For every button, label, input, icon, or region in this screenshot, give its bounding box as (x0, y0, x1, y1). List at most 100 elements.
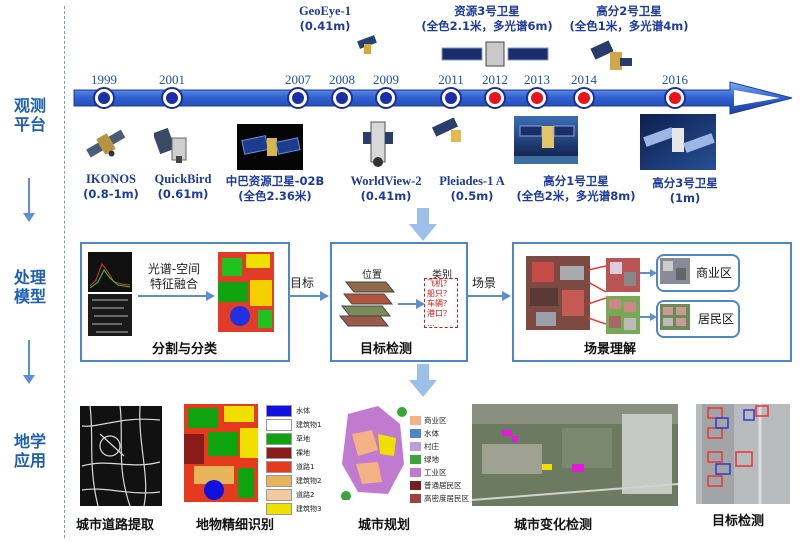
segmentation-caption: 分割与分类 (152, 342, 218, 357)
texture-feature-image (88, 294, 132, 336)
residential-label: 居民区 (698, 312, 735, 326)
worldview-label: WorldView-2(0.41m) (350, 174, 422, 203)
scene-caption: 场景理解 (584, 342, 637, 357)
gf1-label: 高分1号卫星(全色2米，多光谱8m) (516, 174, 636, 203)
gf2-label: 高分2号卫星(全色1米，多光谱4m) (569, 4, 689, 33)
dot-2013 (526, 87, 548, 109)
dot-2014 (573, 87, 595, 109)
residential-arrow (640, 313, 657, 321)
down-arrow-2 (23, 340, 35, 384)
landcover-legend-item: 道路2 (266, 488, 321, 502)
year-2007: 2007 (285, 72, 311, 87)
planning-legend-item: 绿地 (410, 453, 469, 466)
landcover-legend-item: 建筑物1 (266, 418, 321, 432)
dot-2011 (440, 87, 462, 109)
road-caption: 城市道路提取 (76, 518, 155, 533)
dot-2012 (484, 87, 506, 109)
landcover-legend-item: 水体 (266, 404, 321, 418)
row-label-platform: 观测 平台 (13, 96, 46, 134)
pleiades-satellite-icon (432, 118, 461, 142)
zy3-satellite-icon (441, 41, 549, 67)
landcover-legend-item: 建筑物2 (266, 474, 321, 488)
scene-connectors (588, 265, 606, 325)
detection-caption: 目标检测 (360, 342, 413, 357)
planning-legend-item: 商业区 (410, 414, 469, 427)
target-detection-image (696, 404, 790, 504)
gf3-satellite-icon (640, 114, 716, 170)
year-2014: 2014 (571, 72, 597, 87)
planning-legend-item: 高密度居民区 (410, 492, 469, 505)
zy3-label: 资源3号卫星(全色2.1米，多光谱6m) (421, 4, 553, 33)
ikonos-satellite-icon (86, 129, 126, 158)
change-caption: 城市变化检测 (514, 518, 593, 533)
detect-caption: 目标检测 (712, 514, 765, 529)
down-arrow-1 (23, 178, 35, 222)
flow-arrow-down-2 (409, 364, 437, 397)
planning-legend-item: 普通居民区 (410, 479, 469, 492)
road-extraction-image (80, 406, 162, 506)
landcover-legend-item: 裸地 (266, 446, 321, 460)
planning-map-image (338, 404, 408, 500)
timeline-arrow (73, 81, 793, 115)
landcover-legend-item: 草地 (266, 432, 321, 446)
landcover-map-image (184, 404, 258, 502)
fusion-arrow (138, 291, 215, 301)
quickbird-label: QuickBird(0.61m) (154, 172, 212, 201)
position-label: 位置 (362, 270, 382, 281)
landcover-legend-item: 道路1 (266, 460, 321, 474)
arrow-target-label: 目标 (290, 276, 315, 290)
dot-2001 (161, 87, 183, 109)
landcover-caption: 地物精细识别 (196, 518, 275, 533)
year-2016: 2016 (662, 72, 688, 87)
class-label: 类别 (432, 270, 452, 281)
business-thumb (660, 258, 690, 284)
geoeye-satellite-icon (357, 35, 377, 54)
dot-1999 (93, 87, 115, 109)
year-2009: 2009 (373, 72, 399, 87)
change-detection-image (472, 404, 678, 506)
scene-source-image (526, 256, 590, 330)
gf3-label: 高分3号卫星(1m) (652, 176, 718, 205)
cbers-satellite-icon (237, 124, 303, 170)
dot-2008 (331, 87, 353, 109)
dot-2007 (287, 87, 309, 109)
planning-legend-item: 水体 (410, 427, 469, 440)
planning-legend-item: 工业区 (410, 466, 469, 479)
planning-legend-item: 村庄 (410, 440, 469, 453)
pleiades-label: Pleiades-1 A(0.5m) (439, 174, 505, 203)
landcover-legend: 水体 建筑物1 草地 裸地 道路1 建筑物2 道路2 建筑物3 (266, 404, 321, 516)
geoeye-label: GeoEye-1(0.41m) (298, 4, 352, 33)
business-patch-image (606, 258, 640, 292)
arrow-scene-label: 场景 (472, 276, 497, 290)
year-2001: 2001 (159, 72, 185, 87)
year-1999: 1999 (91, 72, 117, 87)
residential-thumb (660, 304, 690, 330)
business-arrow (640, 269, 657, 277)
layered-images (338, 281, 396, 327)
row-label-processing: 处理 模型 (13, 268, 46, 306)
fusion-label: 光谱-空间 特征融合 (147, 262, 201, 291)
spectral-curve-image (88, 252, 132, 292)
row-label-application: 地学 应用 (13, 432, 46, 470)
scene-arrow (468, 291, 511, 301)
worldview-satellite-icon (363, 121, 393, 167)
target-arrow (288, 291, 329, 301)
classification-result-image (218, 252, 274, 332)
dot-2016 (664, 87, 686, 109)
year-2013: 2013 (524, 72, 550, 87)
dot-2009 (375, 87, 397, 109)
quickbird-satellite-icon (154, 127, 187, 163)
year-2008: 2008 (329, 72, 355, 87)
flow-arrow-down-1 (409, 208, 437, 241)
cbers-label: 中巴资源卫星-02B(全色2.36米) (225, 174, 325, 203)
class-candidates-box: 飞机？ 船只？ 车辆？ 港口？ … (424, 278, 458, 328)
planning-legend: 商业区 水体 村庄 绿地 工业区 普通居民区 高密度居民区 (410, 414, 469, 505)
divider-line (64, 6, 65, 538)
year-2011: 2011 (438, 72, 464, 87)
position-to-class-arrow (398, 299, 425, 309)
gf2-satellite-icon (590, 40, 632, 70)
business-label: 商业区 (696, 266, 733, 280)
residential-patch-image (606, 296, 640, 334)
ikonos-label: IKONOS(0.8-1m) (83, 172, 139, 201)
planning-caption: 城市规划 (358, 518, 411, 533)
